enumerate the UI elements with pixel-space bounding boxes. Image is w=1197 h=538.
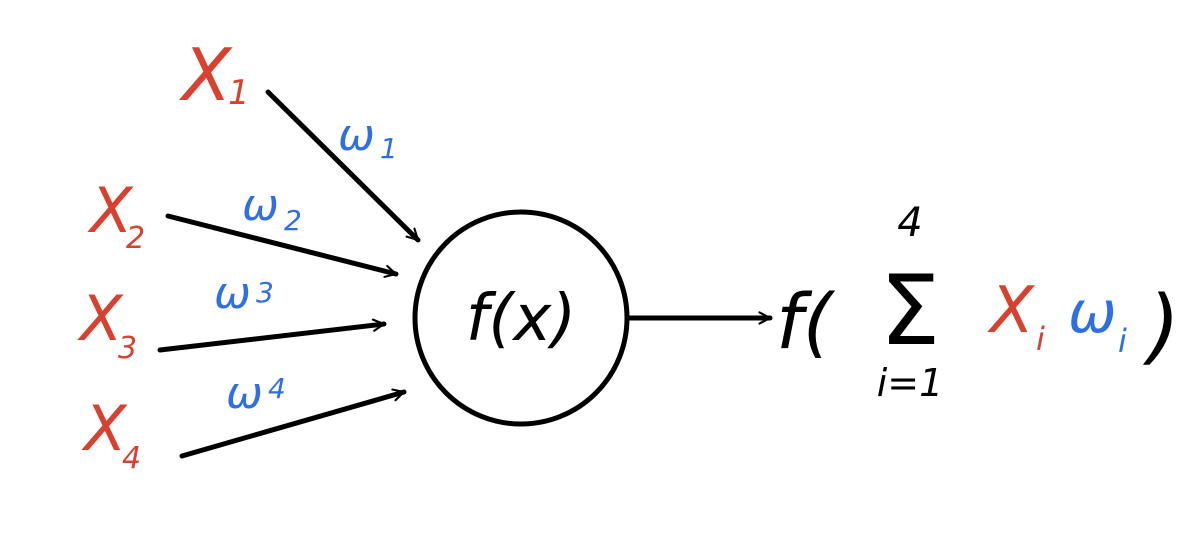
input-x3-symbol: X [77, 282, 124, 355]
weight-w1-symbol: ω [338, 110, 375, 161]
input-x2: X 2 [87, 174, 145, 256]
input-x3-subscript: 3 [118, 331, 137, 366]
weight-w1-subscript: 1 [380, 132, 398, 165]
sigma-icon: Σ [880, 255, 941, 367]
arrow-input-4 [179, 388, 407, 459]
output-formula: f( 4 Σ i=1 X i ω i ) [776, 200, 1180, 405]
formula-term-input-symbol: X [987, 274, 1035, 348]
formula-sum-upper: 4 [897, 200, 922, 246]
neuron-circle [412, 209, 630, 427]
input-x4-subscript: 4 [122, 441, 141, 476]
input-x2-symbol: X [87, 174, 134, 247]
formula-sum-lower: i=1 [877, 361, 944, 405]
formula-function-open: f( [776, 277, 836, 366]
input-x1-subscript: 1 [228, 73, 250, 113]
weight-w3: ω 3 [214, 268, 274, 319]
weight-w3-subscript: 3 [256, 276, 274, 309]
arrow-input-1 [265, 89, 421, 243]
weight-w4-subscript: 4 [268, 372, 286, 405]
weight-w2-subscript: 2 [284, 204, 302, 237]
formula-function-close: ) [1142, 279, 1180, 374]
weight-w1: ω 1 [338, 110, 398, 165]
weight-w2: ω 2 [242, 180, 302, 237]
arrow-input-3 [157, 318, 387, 353]
formula-term-weight-index: i [1118, 322, 1127, 360]
input-x2-subscript: 2 [126, 221, 145, 256]
arrow-input-2 [165, 213, 399, 278]
input-x4: X 4 [81, 392, 141, 476]
input-x1-symbol: X [178, 33, 233, 117]
input-x3: X 3 [77, 282, 137, 366]
weight-w4: ω 4 [226, 368, 286, 419]
formula-term-input-index: i [1036, 320, 1045, 358]
weight-w4-symbol: ω [226, 368, 263, 419]
weight-w3-symbol: ω [214, 268, 251, 319]
formula-term-weight-symbol: ω [1068, 278, 1117, 346]
weight-w2-symbol: ω [242, 180, 279, 231]
input-x1: X 1 [178, 33, 250, 117]
input-x4-symbol: X [81, 392, 128, 465]
neuron-label: f(x) [466, 282, 576, 356]
